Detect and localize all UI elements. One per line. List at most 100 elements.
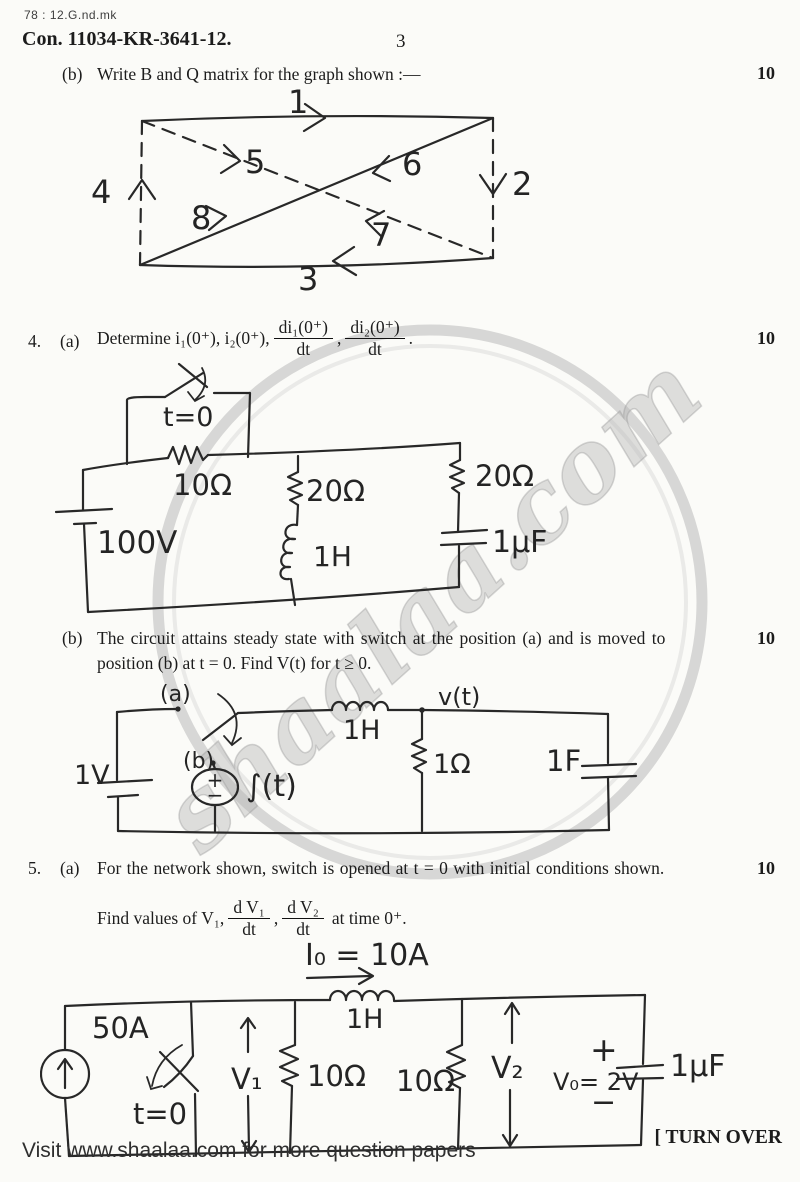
footer-visit-link: Visit www.shaalaa.com for more question …	[22, 1139, 476, 1162]
q4a-frac2-num: di₂(0⁺)	[345, 317, 405, 339]
q4a-fraction-2: di₂(0⁺)dt	[345, 317, 405, 359]
wire	[639, 1078, 645, 1147]
q4b-marks: 10	[757, 628, 775, 648]
wire	[82, 522, 90, 614]
wire	[606, 776, 611, 832]
switch-loop-wire	[125, 395, 167, 466]
resistor-10ohm-right-label: 10Ω	[396, 1064, 455, 1098]
exam-number: Con. 11034-KR-3641-12.	[22, 28, 232, 50]
q4a-text-row: Determine i₁(0⁺), i₂(0⁺), di₁(0⁺)dt , di…	[97, 310, 413, 366]
resistor-10ohm-icon	[166, 444, 210, 466]
inductor-1h-icon	[330, 700, 390, 712]
watermark-ring-icon	[152, 324, 708, 880]
resistor-20ohm-right-label: 20Ω	[475, 459, 534, 493]
resistor-10ohm-right-icon	[445, 1043, 467, 1090]
inductor-1h-label: 1H	[313, 540, 352, 573]
capacitor-1uf-label: 1μF	[492, 525, 547, 560]
v2-up-arrowhead-icon	[503, 1001, 521, 1016]
edge-label-1: 1	[288, 88, 308, 121]
source-minus: −	[207, 783, 224, 807]
switch-arrowhead-icon	[187, 391, 205, 403]
v0-label: V₀= 2V	[553, 1068, 639, 1096]
capacitor-plate-icon	[615, 1063, 665, 1070]
capacitor-1uf-label: 1μF	[670, 1049, 725, 1084]
edge-label-7: 7	[371, 216, 391, 254]
q5a-label: (a)	[60, 858, 80, 878]
source-1v-label: 1V	[74, 760, 110, 791]
wire	[295, 503, 300, 527]
q4-number: 4.	[28, 331, 42, 351]
v1-label: V₁	[231, 1062, 262, 1096]
edge-label-2: 2	[512, 165, 532, 203]
v2-down-arrowhead-icon	[501, 1133, 519, 1148]
v1-down-arrow-icon	[246, 1094, 251, 1152]
source-plus: +	[207, 768, 224, 792]
switch-cross-icon	[177, 362, 209, 389]
source-arrowhead-icon	[56, 1057, 74, 1071]
switch-blade-icon	[201, 711, 240, 742]
capacitor-1f-label: 1F	[546, 744, 581, 778]
v0-minus: −	[591, 1085, 616, 1120]
switch-arrow-icon	[151, 1044, 183, 1087]
top-rail	[63, 998, 332, 1008]
inductor-1h-label: 1H	[346, 1004, 383, 1035]
resistor-10ohm-label: 10Ω	[307, 1059, 366, 1093]
q5a-frac1-num: d V₁	[228, 897, 270, 919]
contact-a-dot-icon	[175, 706, 181, 712]
edge-label-5: 5	[245, 143, 265, 181]
edge-label-4: 4	[91, 173, 111, 211]
q4a-frac2-den: dt	[368, 339, 382, 359]
switch-arrow-icon	[217, 693, 238, 744]
top-rail	[392, 993, 647, 1003]
v0-plus: +	[590, 1030, 618, 1069]
q5a-find-prefix: Find values of V₁,	[97, 907, 225, 928]
source-label: 100V	[97, 525, 177, 561]
edge-label-8: 8	[191, 199, 211, 237]
q4a-fraction-1: di₁(0⁺)dt	[273, 317, 333, 359]
q4a-marks: 10	[757, 328, 775, 348]
wire	[641, 993, 647, 1066]
bottom-wire	[86, 585, 461, 614]
wire	[115, 707, 178, 714]
resistor-1ohm-icon	[410, 737, 428, 775]
q4a-period: .	[408, 327, 414, 348]
switch-label: t=0	[163, 402, 213, 433]
capacitor-plate-icon	[580, 762, 638, 768]
node-voltage-label: v(t)	[438, 683, 480, 711]
q4b-label: (b)	[62, 628, 83, 648]
inductor-1h-icon	[279, 523, 299, 581]
wire	[193, 1092, 198, 1158]
q3b-label: (b)	[62, 64, 83, 84]
graph-figure: 1 2 3 4 5 6 7 8	[91, 88, 532, 298]
arrow-6-icon	[371, 154, 392, 183]
capacitor-plate-icon	[440, 528, 489, 535]
current-arrowhead-icon	[357, 966, 375, 986]
source-50a-label: 50A	[92, 1011, 149, 1045]
switch-arrowhead-icon	[223, 735, 242, 747]
q4a-frac1-num: di₁(0⁺)	[273, 317, 333, 339]
q5-number: 5.	[28, 858, 42, 878]
q5a-frac1-den: dt	[242, 919, 256, 939]
paper-code: 78 : 12.G.nd.mk	[24, 8, 117, 22]
battery-plate-long-icon	[96, 778, 154, 785]
v2-label: V₂	[491, 1051, 524, 1086]
q4a-prefix: Determine i₁(0⁺), i₂(0⁺),	[97, 327, 270, 348]
q4a-separator: ,	[336, 327, 342, 348]
wire	[63, 1096, 71, 1158]
switch-arrow-icon	[194, 367, 207, 401]
resistor-10ohm-icon	[278, 1043, 300, 1088]
resistor-10ohm-label: 10Ω	[173, 468, 232, 502]
battery-plate-short-icon	[106, 793, 140, 799]
q4a-label: (a)	[60, 331, 80, 351]
initial-current-label: I₀ = 10A	[305, 938, 429, 973]
q4a-frac1-den: dt	[296, 339, 311, 359]
inductor-1h-label: 1H	[343, 715, 380, 746]
resistor-20ohm-icon	[286, 470, 304, 507]
circuit-4b: 1V (a) (b) + − ∫(t) 1H v(t)	[74, 683, 638, 835]
wire	[81, 456, 170, 472]
q4b-line2: position (b) at t = 0. Find V(t) for t ≥…	[97, 653, 372, 673]
arrow-2-icon	[478, 172, 508, 196]
